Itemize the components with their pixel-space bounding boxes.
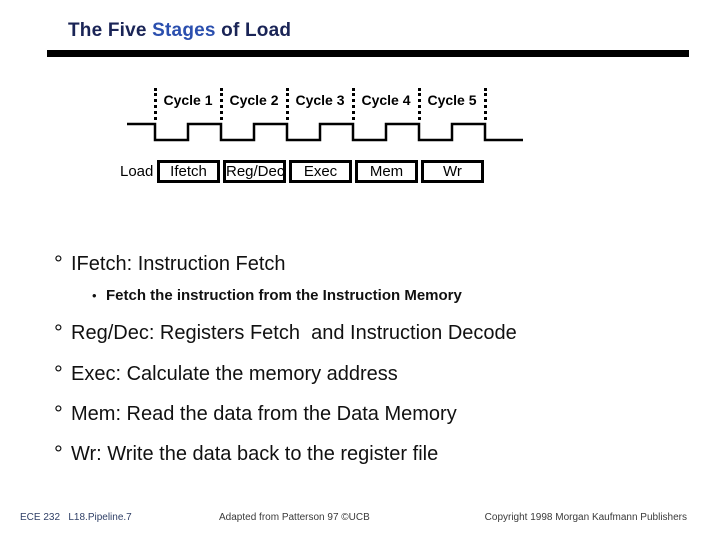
cycle-separator [352,88,355,120]
cycle-separator [154,88,157,120]
bullet-marker: ° [54,251,63,276]
bullet-text: Mem: Read the data from the Data Memory [71,403,457,425]
bullet-marker: ° [54,361,63,386]
bullet-marker: ° [54,320,63,345]
stage-box-mem: Mem [355,160,418,183]
bullet-mem: ° Mem: Read the data from the Data Memory [54,401,457,427]
bullet-text: Reg/Dec: Registers Fetch and Instruction… [71,322,517,344]
title-divider [47,50,689,57]
bullet-marker: ° [54,401,63,426]
cycle-label-5: Cycle 5 [427,92,477,108]
stage-box-wr: Wr [421,160,484,183]
stage-box-ifetch: Ifetch [157,160,220,183]
cycle-label-2: Cycle 2 [229,92,279,108]
bullet-exec: ° Exec: Calculate the memory address [54,361,398,387]
bullet-regdec: ° Reg/Dec: Registers Fetch and Instructio… [54,320,517,346]
cycle-label-3: Cycle 3 [295,92,345,108]
sub-bullet-fetch: • Fetch the instruction from the Instruct… [92,287,462,304]
footer-copyright: Copyright 1998 Morgan Kaufmann Publisher… [484,512,687,523]
bullet-text: Exec: Calculate the memory address [71,363,398,385]
cycle-label-4: Cycle 4 [361,92,411,108]
load-row-label: Load [120,163,154,180]
footer-attribution: Adapted from Patterson 97 ©UCB [219,512,370,523]
bullet-text: Wr: Write the data back to the register … [71,443,439,465]
bullet-text: IFetch: Instruction Fetch [71,253,286,275]
cycle-separator [418,88,421,120]
page-title: The Five Stages of Load [68,20,291,42]
title-prefix: The Five [68,20,153,41]
sub-bullet-marker: • [92,288,97,303]
bullet-wr: ° Wr: Write the data back to the register… [54,441,438,467]
bullet-marker: ° [54,441,63,466]
stage-box-exec: Exec [289,160,352,183]
stage-box-regdec: Reg/Dec [223,160,286,183]
clock-waveform [127,122,523,142]
cycle-separator [220,88,223,120]
title-suffix: of Load [215,20,292,41]
footer-course-id: ECE 232 L18.Pipeline.7 [20,512,132,523]
cycle-separator [484,88,487,120]
sub-bullet-text: Fetch the instruction from the Instructi… [106,287,462,304]
bullet-ifetch: ° IFetch: Instruction Fetch [54,251,286,277]
cycle-label-1: Cycle 1 [163,92,213,108]
title-highlight: Stages [152,20,216,41]
cycle-separator [286,88,289,120]
